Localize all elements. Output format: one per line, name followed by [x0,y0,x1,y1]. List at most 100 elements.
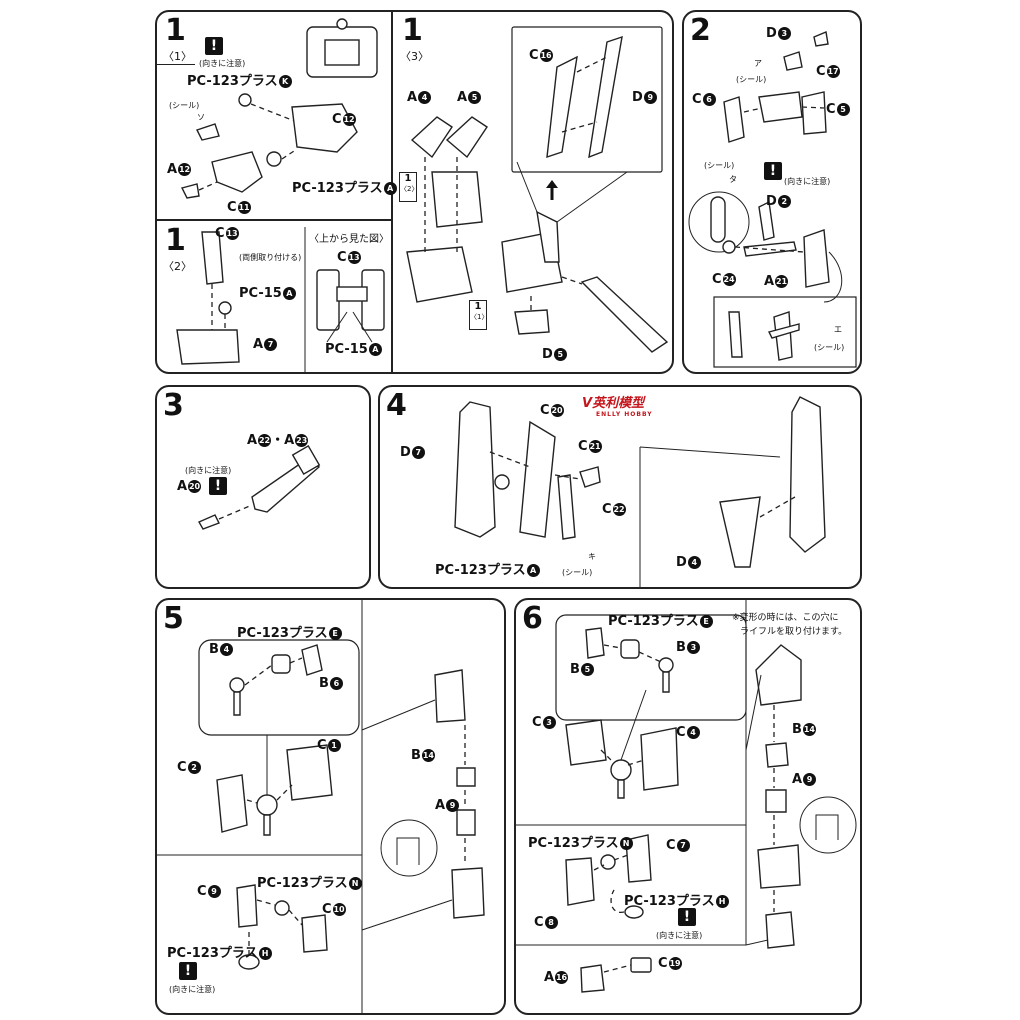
both-sides-note: (両側取り付ける) [239,253,302,262]
step5-illustration [157,600,485,1013]
ref-sub: 〈2〉 [400,185,419,193]
step-1-2-sub: 〈2〉 [163,260,192,273]
transform-note-2: ライフルを取り付けます。 [740,627,848,637]
step1-illustration [157,12,669,372]
seal-note-2: (シール) [704,161,735,170]
step-1-2-number: 1 [165,223,186,258]
seal-note: (シール) [736,75,767,84]
ref-sub: 〈1〉 [470,313,489,321]
orientation-note: (向きに注意) [784,177,831,186]
step6-illustration [516,600,857,993]
ref-step-1-1: 1 〈1〉 [469,300,489,330]
ref-number: 1 [474,301,482,312]
watermark-text: 英利模型 [592,396,645,411]
orientation-note: (向きに注意) [185,466,232,475]
ref-step-1-2: 1 〈2〉 [399,172,419,202]
step-4-number: 4 [386,388,407,423]
seal-note-3: (シール) [814,343,845,352]
step-2-number: 2 [690,13,711,48]
warning-icon: ! [209,477,227,495]
step-1-1-sub: 〈1〉 [163,50,192,63]
orientation-note: (向きに注意) [169,985,216,994]
seal-mark-e: エ [834,325,842,334]
seal-mark: ソ [197,113,205,122]
step-3-number: 3 [163,388,184,423]
seal-mark: キ [588,552,596,561]
transform-note-1: ※変形の時には、この穴に [732,613,839,623]
step2-illustration [688,31,857,368]
seal-mark-ta: タ [729,175,737,184]
step-5-number: 5 [163,601,184,636]
seal-mark-a: ア [754,59,762,68]
watermark-sub: ENLLY HOBBY [596,411,653,418]
step-6-number: 6 [522,601,543,636]
seal-note: (シール) [169,101,200,110]
watermark-logo: V英利模型 ENLLY HOBBY [582,392,653,418]
seal-note: (シール) [562,568,593,577]
warning-icon: ! [764,162,782,180]
ref-number: 1 [404,173,412,184]
divider [157,64,195,65]
orientation-note: (向きに注意) [199,59,246,68]
top-view-note: 〈上から見た図〉 [309,234,389,245]
watermark-v-icon: V [582,396,593,411]
step4-illustration [454,396,826,587]
step-1-3-sub: 〈3〉 [400,50,429,63]
